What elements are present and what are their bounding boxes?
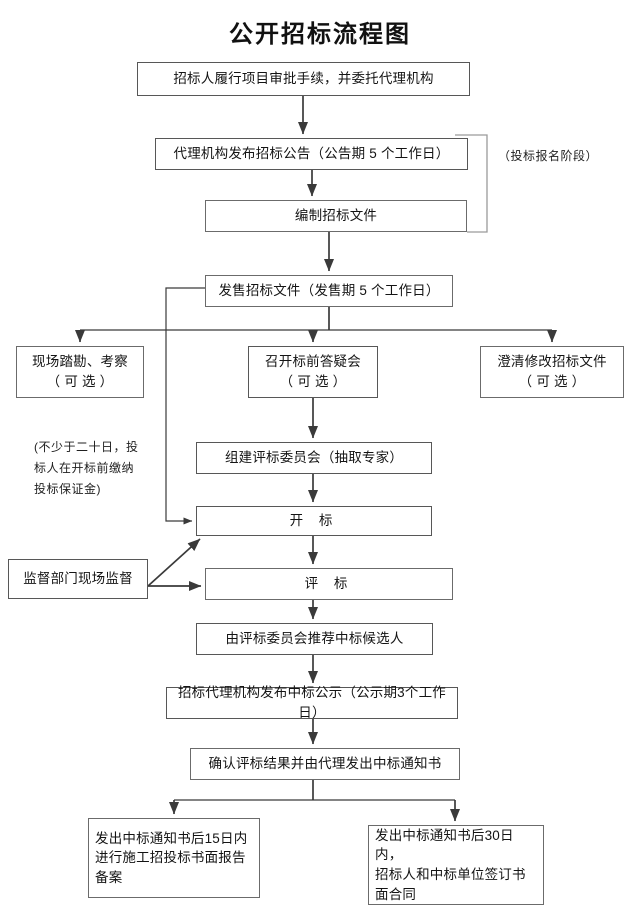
node-form-review-committee[interactable]: 组建评标委员会（抽取专家） [196, 442, 432, 474]
node-sign-contract-30days[interactable]: 发出中标通知书后30日内， 招标人和中标单位签订书 面合同 [368, 825, 544, 905]
node-bid-evaluation[interactable]: 评 标 [205, 568, 453, 600]
node-supervision-on-site[interactable]: 监督部门现场监督 [8, 559, 148, 599]
node-label: 发出中标通知书后30日内， 招标人和中标单位签订书 面合同 [375, 827, 526, 902]
node-label: 澄清修改招标文件 （ 可 选 ） [497, 354, 607, 389]
node-label: 召开标前答疑会 （ 可 选 ） [265, 354, 361, 389]
annotation-bid-registration-stage: （投标报名阶段） [498, 149, 599, 163]
edge-supervision-to-opening [147, 538, 201, 587]
annotation-bid-bond-note: (不少于二十日，投 标人在开标前缴纳 投标保证金) [34, 440, 139, 496]
node-label: 发出中标通知书后15日内 进行施工招投标书面报告 备案 [95, 830, 248, 885]
node-label: 开 标 [289, 513, 339, 529]
node-prepare-bid-documents[interactable]: 编制招标文件 [205, 200, 467, 232]
node-recommend-candidates[interactable]: 由评标委员会推荐中标候选人 [196, 623, 433, 655]
node-site-survey-optional[interactable]: 现场踏勘、考察 （ 可 选 ） [16, 346, 144, 398]
page-title: 公开招标流程图 [229, 19, 411, 48]
node-filing-report-15days[interactable]: 发出中标通知书后15日内 进行施工招投标书面报告 备案 [88, 818, 260, 898]
node-confirm-and-notify[interactable]: 确认评标结果并由代理发出中标通知书 [190, 748, 460, 780]
node-label: 代理机构发布招标公告（公告期 5 个工作日） [173, 146, 450, 162]
node-label: 编制招标文件 [294, 208, 378, 224]
node-sell-bid-documents[interactable]: 发售招标文件（发售期 5 个工作日） [205, 275, 453, 307]
node-clarify-amend-optional[interactable]: 澄清修改招标文件 （ 可 选 ） [480, 346, 624, 398]
node-label: 评 标 [304, 576, 354, 592]
node-label: 确认评标结果并由代理发出中标通知书 [208, 756, 442, 772]
node-bid-opening[interactable]: 开 标 [196, 506, 432, 536]
node-label: 组建评标委员会（抽取专家） [224, 450, 404, 466]
edge-sell-to-opening-bypass [165, 287, 205, 525]
node-label: 由评标委员会推荐中标候选人 [225, 631, 404, 647]
node-label: 发售招标文件（发售期 5 个工作日） [218, 283, 440, 299]
node-label: 现场踏勘、考察 （ 可 选 ） [32, 354, 128, 389]
node-publicize-winner[interactable]: 招标代理机构发布中标公示（公示期3个工作日） [166, 685, 458, 720]
node-pre-bid-qa-optional[interactable]: 召开标前答疑会 （ 可 选 ） [248, 346, 378, 398]
node-label: 监督部门现场监督 [23, 571, 133, 587]
node-label: 招标代理机构发布中标公示（公示期3个工作日） [177, 685, 446, 720]
node-label: 招标人履行项目审批手续，并委托代理机构 [173, 71, 434, 87]
node-publish-announcement[interactable]: 代理机构发布招标公告（公告期 5 个工作日） [155, 138, 468, 170]
node-approval-and-agency[interactable]: 招标人履行项目审批手续，并委托代理机构 [137, 62, 470, 96]
